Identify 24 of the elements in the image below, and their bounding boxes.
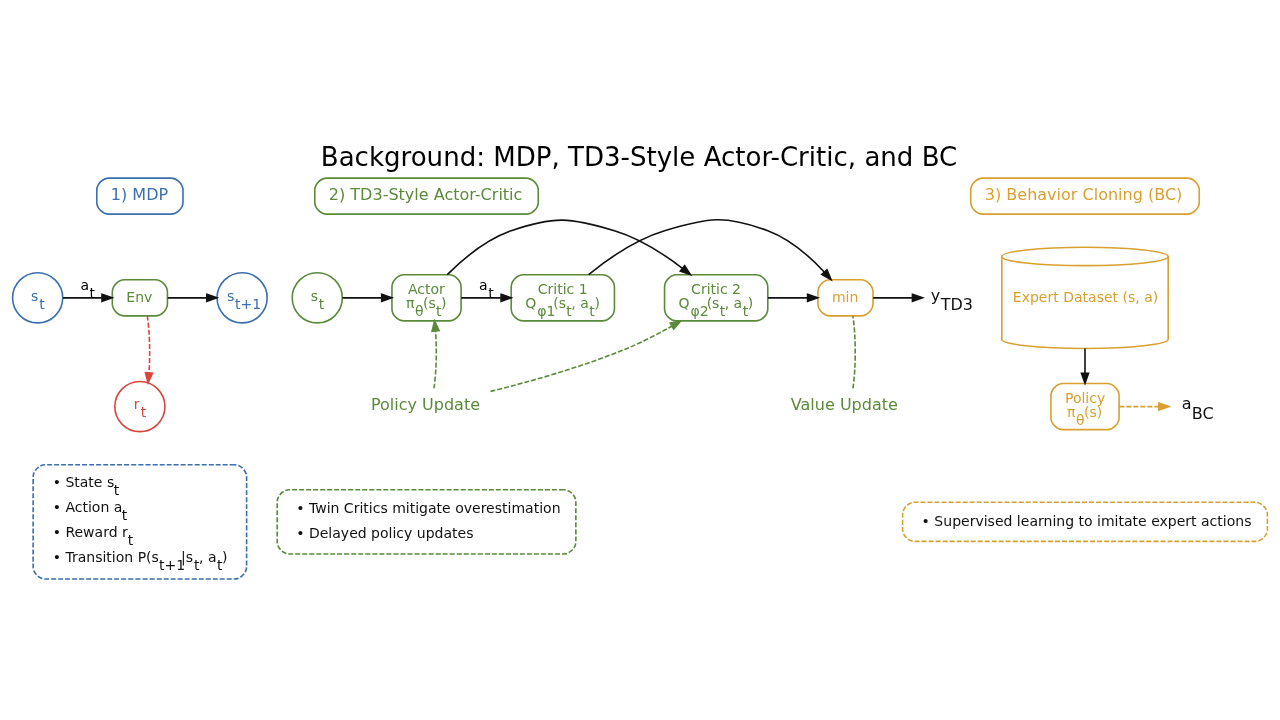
node-box: 2) TD3-Style Actor-Critic bbox=[313, 177, 540, 215]
node-box: min bbox=[817, 279, 874, 317]
node-text: Policy Update bbox=[370, 395, 481, 415]
arrow bbox=[446, 219, 693, 277]
node-box: • Twin Critics mitigate overestimation • Delayed policy updates bbox=[276, 489, 577, 555]
arrow bbox=[489, 319, 683, 393]
arrow bbox=[872, 293, 925, 303]
arrow bbox=[767, 293, 820, 303]
arrow bbox=[1118, 401, 1172, 412]
node-text: Value Update bbox=[790, 395, 898, 415]
node-box: Env bbox=[111, 279, 169, 317]
connector bbox=[852, 315, 857, 390]
node-box: 1) MDP bbox=[96, 177, 184, 215]
arrow bbox=[587, 218, 833, 282]
arrow bbox=[62, 293, 115, 303]
diagram-title: Background: MDP, TD3-Style Actor-Critic, and BC bbox=[320, 141, 958, 172]
node-box: • Supervised learning to imitate expert actions bbox=[901, 501, 1269, 543]
arrow bbox=[460, 293, 514, 303]
arrow bbox=[431, 318, 441, 390]
arrow bbox=[167, 293, 220, 303]
arrow bbox=[341, 293, 395, 303]
node-box: 3) Behavior Cloning (BC) bbox=[969, 177, 1201, 215]
arrow bbox=[144, 315, 154, 386]
arrow bbox=[1080, 347, 1090, 386]
